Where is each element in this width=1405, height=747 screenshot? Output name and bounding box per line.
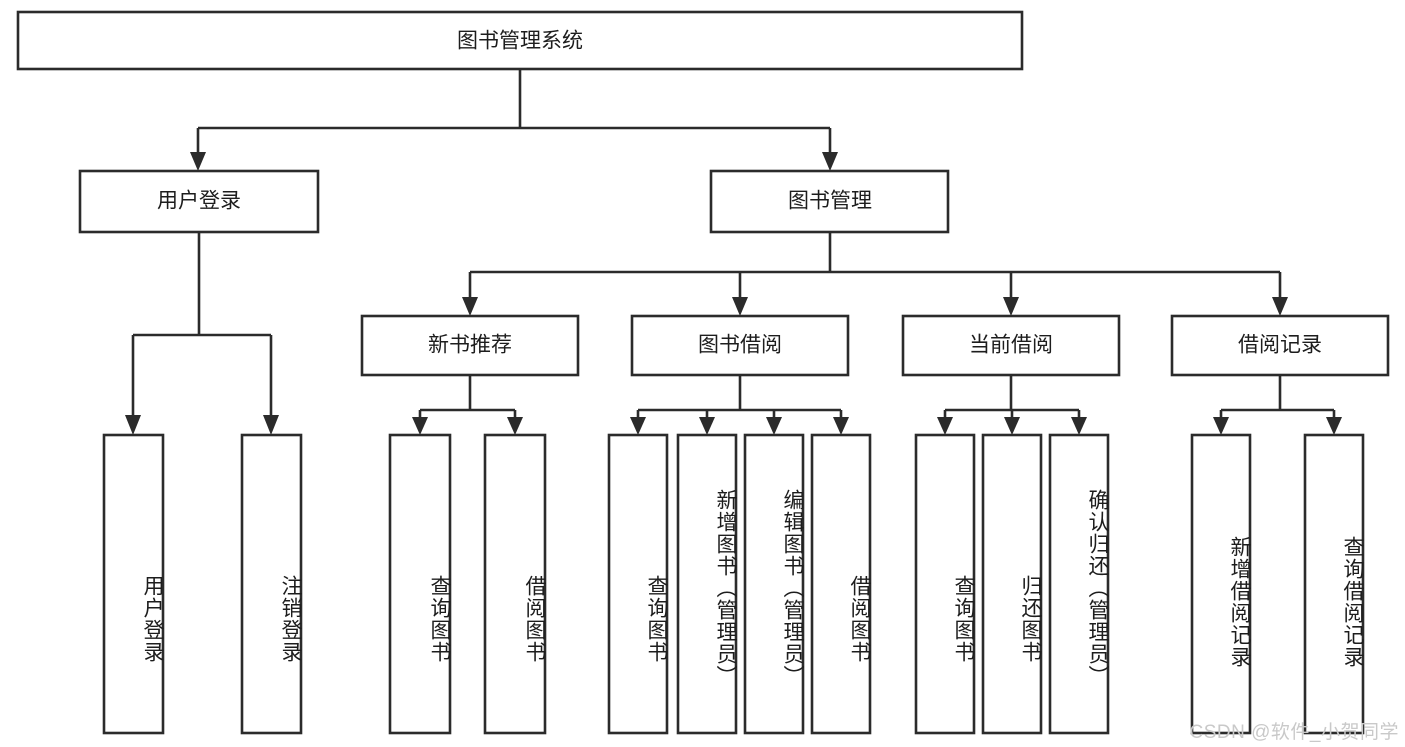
arrowhead-leaf-user-login bbox=[125, 415, 141, 435]
node-user-login-label: 用户登录 bbox=[157, 190, 241, 213]
node-borrow-record-label: 借阅记录 bbox=[1238, 334, 1322, 357]
leaf-box-query-book-3[interactable] bbox=[914, 433, 976, 735]
leaf-box-logout[interactable] bbox=[240, 433, 303, 735]
connector-group-new-book-rec bbox=[412, 375, 523, 435]
node-current-borrow-box[interactable] bbox=[901, 314, 1121, 377]
arrowhead-leaf-query-book-3 bbox=[937, 417, 953, 435]
leaf-boxes bbox=[102, 433, 1365, 735]
node-book-borrow-box[interactable] bbox=[630, 314, 850, 377]
connector-group-book-borrow bbox=[630, 375, 849, 435]
node-new-book-rec[interactable]: 新书推荐 bbox=[360, 314, 580, 377]
node-root-label: 图书管理系统 bbox=[457, 30, 583, 53]
arrowhead-book-manage bbox=[822, 152, 838, 171]
arrowhead-leaf-edit-book bbox=[766, 417, 782, 435]
node-current-borrow[interactable]: 当前借阅 bbox=[901, 314, 1121, 377]
node-book-manage-box[interactable] bbox=[709, 169, 950, 234]
arrowhead-leaf-borrow-book-1 bbox=[507, 417, 523, 435]
arrowhead-leaf-add-record bbox=[1213, 417, 1229, 435]
leaf-box-edit-book[interactable] bbox=[743, 433, 805, 735]
leaf-box-return-book[interactable] bbox=[981, 433, 1043, 735]
node-user-login-box[interactable] bbox=[78, 169, 320, 234]
arrowhead-leaf-query-book-1 bbox=[412, 417, 428, 435]
node-book-borrow-label: 图书借阅 bbox=[698, 334, 782, 357]
csdn-watermark: CSDN @软件_小贺同学 bbox=[1189, 722, 1399, 743]
leaf-box-user-login[interactable] bbox=[102, 433, 165, 735]
node-user-login[interactable]: 用户登录 bbox=[78, 169, 320, 234]
node-new-book-rec-label: 新书推荐 bbox=[428, 334, 512, 357]
arrowhead-borrow-record bbox=[1272, 297, 1288, 316]
node-current-borrow-label: 当前借阅 bbox=[969, 334, 1053, 357]
node-borrow-record[interactable]: 借阅记录 bbox=[1170, 314, 1390, 377]
node-borrow-record-box[interactable] bbox=[1170, 314, 1390, 377]
arrowhead-leaf-query-record bbox=[1326, 417, 1342, 435]
arrowhead-leaf-return-book bbox=[1004, 417, 1020, 435]
node-root[interactable]: 图书管理系统 bbox=[16, 10, 1024, 71]
arrowhead-leaf-borrow-book-2 bbox=[833, 417, 849, 435]
node-book-borrow[interactable]: 图书借阅 bbox=[630, 314, 850, 377]
arrowhead-book-borrow bbox=[732, 297, 748, 316]
leaf-box-borrow-book-1[interactable] bbox=[483, 433, 547, 735]
connector-group-borrow-record bbox=[1213, 375, 1342, 435]
arrowhead-leaf-add-book bbox=[699, 417, 715, 435]
node-root-box[interactable] bbox=[16, 10, 1024, 71]
arrowhead-current-borrow bbox=[1003, 297, 1019, 316]
connector-group-book-manage bbox=[462, 232, 1288, 316]
arrowhead-leaf-logout bbox=[263, 415, 279, 435]
leaf-box-query-book-2[interactable] bbox=[607, 433, 669, 735]
arrowhead-user-login bbox=[190, 152, 206, 171]
leaf-box-query-book-1[interactable] bbox=[388, 433, 452, 735]
node-new-book-rec-box[interactable] bbox=[360, 314, 580, 377]
leaf-box-add-record[interactable] bbox=[1190, 433, 1252, 735]
leaf-box-add-book[interactable] bbox=[676, 433, 738, 735]
leaf-box-query-record[interactable] bbox=[1303, 433, 1365, 735]
arrowhead-leaf-confirm-return bbox=[1071, 417, 1087, 435]
arrowhead-new-book-rec bbox=[462, 297, 478, 316]
connector-group-current-borrow bbox=[937, 375, 1087, 435]
leaf-box-borrow-book-2[interactable] bbox=[810, 433, 872, 735]
node-book-manage[interactable]: 图书管理 bbox=[709, 169, 950, 234]
arrowhead-leaf-query-book-2 bbox=[630, 417, 646, 435]
connector-group-user-login bbox=[125, 232, 279, 435]
node-book-manage-label: 图书管理 bbox=[788, 190, 872, 213]
leaf-box-confirm-return[interactable] bbox=[1048, 433, 1110, 735]
connector-group-root bbox=[190, 69, 838, 171]
